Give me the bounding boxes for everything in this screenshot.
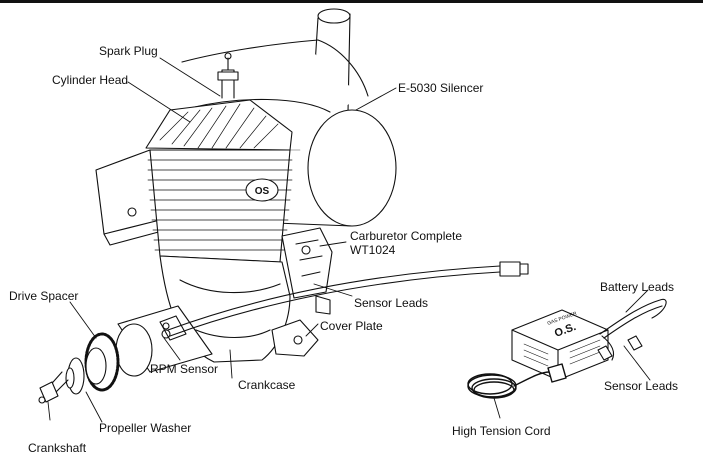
label-spark-plug: Spark Plug <box>99 44 158 58</box>
label-carburetor: Carburetor Complete <box>350 229 463 243</box>
module-leads-drawing <box>597 298 667 361</box>
label-carburetor-part-no: WT1024 <box>350 243 396 257</box>
top-border-rule <box>0 0 703 3</box>
engine-logo-text: OS <box>255 186 270 197</box>
front-housing-drawing <box>38 305 213 404</box>
label-crankshaft: Crankshaft <box>28 441 87 455</box>
label-silencer: E-5030 Silencer <box>398 81 484 95</box>
label-propeller-washer: Propeller Washer <box>99 421 192 435</box>
ignition-module-drawing <box>511 309 609 381</box>
label-battery-leads: Battery Leads <box>600 280 675 294</box>
label-high-tension-cord: High Tension Cord <box>452 424 551 438</box>
carburetor-drawing <box>281 227 333 315</box>
label-rpm-sensor: RPM Sensor <box>150 362 219 376</box>
sensor-lead-cable <box>161 261 529 339</box>
leader-lines <box>47 57 651 423</box>
high-tension-cord-drawing <box>467 363 567 399</box>
label-cover-plate: Cover Plate <box>320 319 383 333</box>
cylinder-drawing <box>145 52 293 263</box>
label-sensor-leads-module: Sensor Leads <box>604 379 679 393</box>
label-drive-spacer: Drive Spacer <box>9 289 79 303</box>
label-crankcase: Crankcase <box>238 378 296 392</box>
label-sensor-leads-engine: Sensor Leads <box>354 296 429 310</box>
label-cylinder-head: Cylinder Head <box>52 73 129 87</box>
